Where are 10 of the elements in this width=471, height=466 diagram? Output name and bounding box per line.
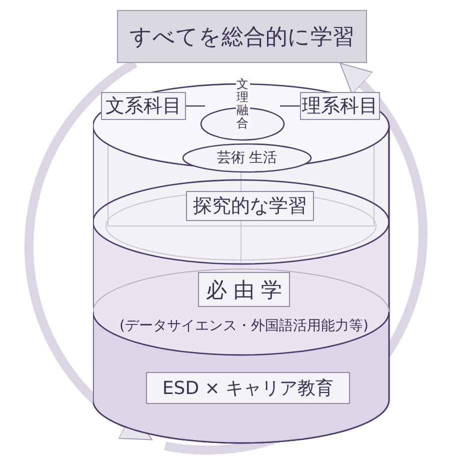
label-box: 文系科目 (101, 92, 186, 120)
label-box: 必 由 学 (198, 272, 290, 307)
note-text: (データサイエンス・外国語活用能力等) (118, 317, 370, 335)
label-box: ESD × キャリア教育 (146, 372, 350, 404)
connector-line (280, 105, 300, 107)
ellipse-label: 芸術 生活 (182, 143, 312, 173)
connector-line (186, 105, 205, 107)
label-box: 理系科目 (300, 92, 380, 120)
label-box: 探究的な学習 (186, 191, 314, 221)
heading-box: すべてを総合的に学習 (117, 10, 367, 63)
